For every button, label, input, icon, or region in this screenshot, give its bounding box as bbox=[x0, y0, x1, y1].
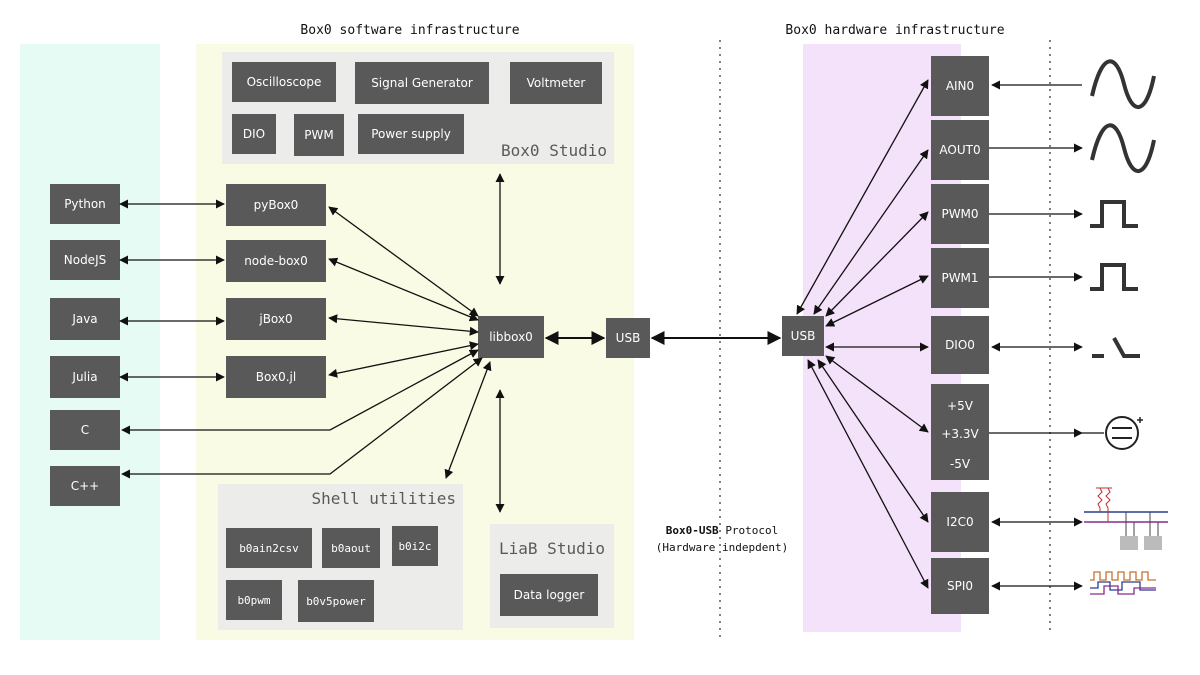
module-ain0[interactable]: AIN0 bbox=[931, 56, 989, 116]
binding-jbox0[interactable]: jBox0 bbox=[226, 298, 326, 340]
svg-text:+5V: +5V bbox=[947, 399, 974, 413]
svg-text:b0pwm: b0pwm bbox=[237, 594, 270, 607]
studio-item-signal-generator[interactable]: Signal Generator bbox=[355, 62, 489, 104]
module-dio0[interactable]: DIO0 bbox=[931, 316, 989, 374]
svg-text:DIO: DIO bbox=[243, 127, 265, 141]
svg-text:-5V: -5V bbox=[950, 457, 971, 471]
binding-node-box0[interactable]: node-box0 bbox=[226, 240, 326, 282]
module-pwm0[interactable]: PWM0 bbox=[931, 184, 989, 244]
square-pulse-icon bbox=[1090, 200, 1138, 228]
svg-text:+3.3V: +3.3V bbox=[941, 427, 979, 441]
shell-b0i2c[interactable]: b0i2c bbox=[392, 526, 438, 566]
arrow-jbox0-libbox0 bbox=[328, 314, 479, 336]
digital-edge-icon bbox=[1092, 337, 1140, 358]
svg-text:Julia: Julia bbox=[71, 370, 97, 384]
svg-text:USB: USB bbox=[616, 331, 641, 345]
shell-b0pwm[interactable]: b0pwm bbox=[226, 580, 282, 620]
svg-text:b0v5power: b0v5power bbox=[306, 595, 366, 608]
studio-item-pwm[interactable]: PWM bbox=[294, 114, 344, 156]
svg-text:Voltmeter: Voltmeter bbox=[527, 76, 586, 90]
svg-text:AIN0: AIN0 bbox=[946, 79, 974, 93]
sine-wave-icon bbox=[1090, 123, 1156, 173]
sine-wave-icon bbox=[1090, 59, 1156, 109]
svg-text:Power supply: Power supply bbox=[371, 127, 451, 141]
shell-utilities-title: Shell utilities bbox=[312, 489, 457, 508]
svg-text:PWM0: PWM0 bbox=[941, 207, 978, 221]
svg-text:PWM1: PWM1 bbox=[941, 271, 978, 285]
hardware-title: Box0 hardware infrastructure bbox=[785, 23, 1004, 38]
svg-text:jBox0: jBox0 bbox=[258, 312, 292, 326]
usb-host-node[interactable]: USB bbox=[606, 318, 650, 358]
studio-item-voltmeter[interactable]: Voltmeter bbox=[510, 62, 602, 104]
liab-studio-title: LiaB Studio bbox=[499, 539, 605, 558]
studio-title: Box0 Studio bbox=[501, 141, 607, 160]
lang-java[interactable]: Java bbox=[50, 298, 120, 340]
svg-text:Oscilloscope: Oscilloscope bbox=[247, 75, 322, 89]
svg-text:USB: USB bbox=[791, 329, 816, 343]
svg-text:C: C bbox=[81, 423, 89, 437]
usb-device-node[interactable]: USB bbox=[782, 316, 824, 356]
svg-text:Data logger: Data logger bbox=[514, 588, 585, 602]
binding-pybox0[interactable]: pyBox0 bbox=[226, 184, 326, 226]
lang-python[interactable]: Python bbox=[50, 184, 120, 224]
module-spi0[interactable]: SPI0 bbox=[931, 558, 989, 614]
svg-text:I2C0: I2C0 bbox=[946, 515, 973, 529]
lang-julia[interactable]: Julia bbox=[50, 356, 120, 398]
arrow-usb-pwm1 bbox=[825, 275, 929, 327]
svg-text:DIO0: DIO0 bbox=[945, 338, 975, 352]
svg-text:b0ain2csv: b0ain2csv bbox=[239, 542, 299, 555]
arrow-libbox0-cpp bbox=[121, 357, 483, 479]
liab-data-logger[interactable]: Data logger bbox=[500, 574, 598, 616]
i2c-bus-icon bbox=[1084, 487, 1168, 550]
shell-b0aout[interactable]: b0aout bbox=[322, 528, 380, 568]
lang-cpp[interactable]: C++ bbox=[50, 466, 120, 506]
lang-nodejs[interactable]: NodeJS bbox=[50, 240, 120, 280]
module-i2c0[interactable]: I2C0 bbox=[931, 492, 989, 552]
languages-region bbox=[20, 44, 160, 640]
svg-text:AOUT0: AOUT0 bbox=[939, 143, 980, 157]
module-power[interactable]: +5V +3.3V -5V bbox=[931, 384, 989, 480]
svg-text:node-box0: node-box0 bbox=[244, 254, 308, 268]
svg-text:pyBox0: pyBox0 bbox=[254, 198, 299, 212]
svg-text:PWM: PWM bbox=[304, 128, 333, 142]
svg-text:SPI0: SPI0 bbox=[947, 579, 973, 593]
studio-item-power-supply[interactable]: Power supply bbox=[358, 114, 464, 154]
shell-b0ain2csv[interactable]: b0ain2csv bbox=[226, 528, 312, 568]
svg-text:NodeJS: NodeJS bbox=[64, 253, 106, 267]
arrow-usb-spi0 bbox=[807, 359, 929, 589]
studio-item-dio[interactable]: DIO bbox=[232, 114, 276, 154]
libbox0-node[interactable]: libbox0 bbox=[478, 316, 544, 358]
shell-b0v5power[interactable]: b0v5power bbox=[298, 580, 374, 622]
software-title: Box0 software infrastructure bbox=[300, 23, 519, 38]
protocol-note: (Hardware indepdent) bbox=[656, 541, 788, 554]
svg-text:Java: Java bbox=[71, 312, 97, 326]
arrow-libbox0-shell bbox=[444, 361, 492, 479]
svg-text:b0aout: b0aout bbox=[331, 542, 371, 555]
svg-text:Signal Generator: Signal Generator bbox=[371, 76, 473, 90]
lang-c[interactable]: C bbox=[50, 410, 120, 450]
square-pulse-icon bbox=[1090, 263, 1138, 291]
module-pwm1[interactable]: PWM1 bbox=[931, 248, 989, 308]
arrow-node-box0-libbox0 bbox=[328, 257, 479, 322]
studio-item-oscilloscope[interactable]: Oscilloscope bbox=[232, 62, 336, 102]
module-aout0[interactable]: AOUT0 bbox=[931, 120, 989, 180]
svg-text:Python: Python bbox=[64, 197, 106, 211]
protocol-label: Box0-USB Protocol bbox=[666, 524, 779, 537]
power-supply-icon bbox=[1082, 416, 1143, 450]
spi-waveform-icon bbox=[1090, 571, 1156, 595]
svg-text:libbox0: libbox0 bbox=[489, 330, 533, 344]
svg-text:Box0.jl: Box0.jl bbox=[256, 370, 296, 384]
svg-text:C++: C++ bbox=[71, 479, 100, 493]
svg-text:b0i2c: b0i2c bbox=[398, 540, 431, 553]
binding-box0-jl[interactable]: Box0.jl bbox=[226, 356, 326, 398]
